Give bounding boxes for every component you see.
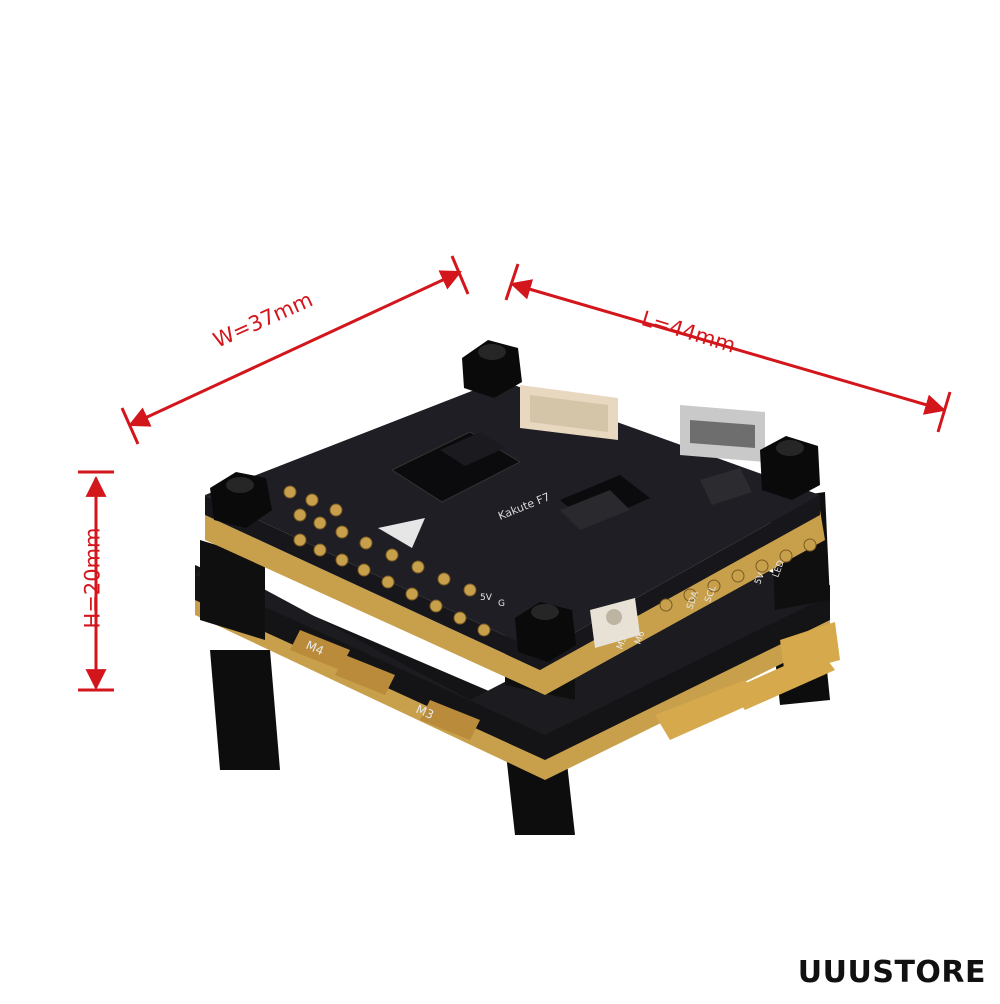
top-nuts — [210, 340, 820, 662]
width-dimension-line — [128, 270, 462, 427]
esc-label-m3: M3 — [414, 702, 436, 722]
length-dimension-line — [509, 279, 947, 415]
store-watermark: UUUSTORE — [797, 955, 986, 990]
height-dimension-label: H=20mm — [80, 527, 105, 629]
pad-label-m5: M5 — [615, 635, 629, 651]
esc-label-m4: M4 — [304, 638, 326, 658]
pad-label-g: G — [498, 599, 505, 609]
pad-label-5v-2: 5V — [753, 571, 767, 586]
pad-label-5v-1: 5V — [480, 593, 493, 603]
flight-controller-board — [205, 380, 825, 695]
dimension-lines — [78, 255, 952, 692]
solder-pads — [283, 485, 817, 637]
pad-label-m6: M6 — [633, 630, 647, 646]
